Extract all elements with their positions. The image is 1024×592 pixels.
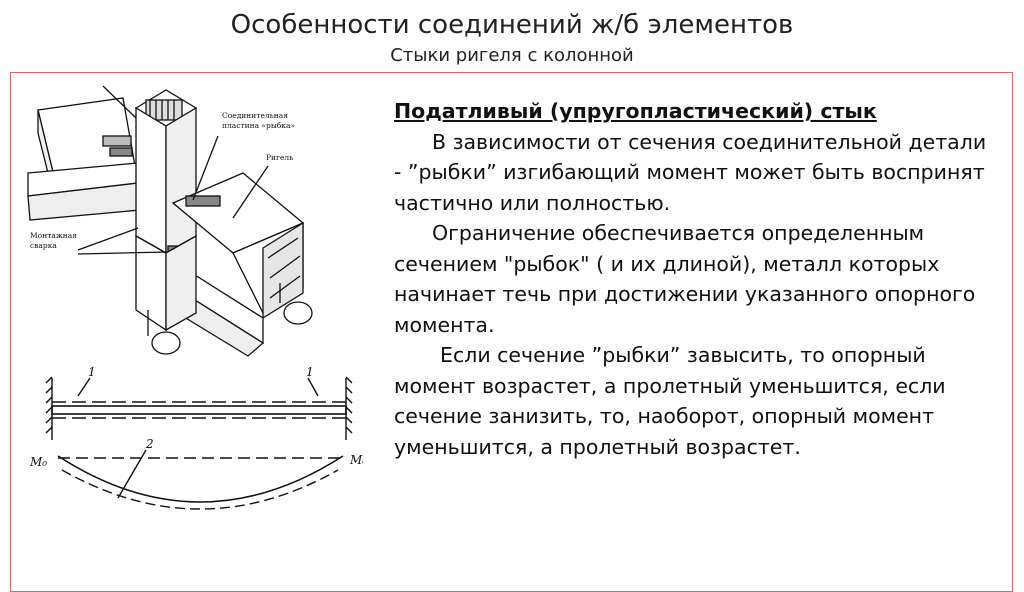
marker-1-right: 1 <box>306 365 314 379</box>
weld-label-line2: сварка <box>30 241 57 250</box>
girder-label: Ригель <box>266 153 293 162</box>
section-heading: Податливый (упругопластический) стык <box>394 99 877 123</box>
beam-labels: 1 1 2 M₀ M₀ <box>29 365 363 469</box>
description-text: Податливый (упругопластический) стык В з… <box>394 96 994 462</box>
moment-right: M₀ <box>349 453 363 467</box>
moment-left: M₀ <box>29 455 47 469</box>
isometric-joint <box>27 85 313 357</box>
plate-label-line1: Соединительная <box>222 111 288 120</box>
paragraph-1: В зависимости от сечения соединительной … <box>394 129 987 215</box>
slide-title: Особенности соединений ж/б элементов <box>230 10 794 40</box>
weld-label-line1: Монтажная <box>30 231 77 240</box>
slide-subtitle: Стыки ригеля с колонной <box>390 45 634 66</box>
beam-scheme <box>45 376 353 510</box>
marker-1-left: 1 <box>88 365 96 379</box>
figure-labels: Соединительная пластина «рыбка» Ригель М… <box>30 111 295 250</box>
marker-2: 2 <box>145 437 154 451</box>
paragraph-2: Ограничение обеспечивается определенным … <box>394 221 976 337</box>
paragraph-3: Если сечение ”рыбки” завысить, то опорны… <box>394 343 946 459</box>
plate-label-line2: пластина «рыбка» <box>222 121 295 130</box>
joint-drawing: Соединительная пластина «рыбка» Ригель М… <box>27 85 363 510</box>
